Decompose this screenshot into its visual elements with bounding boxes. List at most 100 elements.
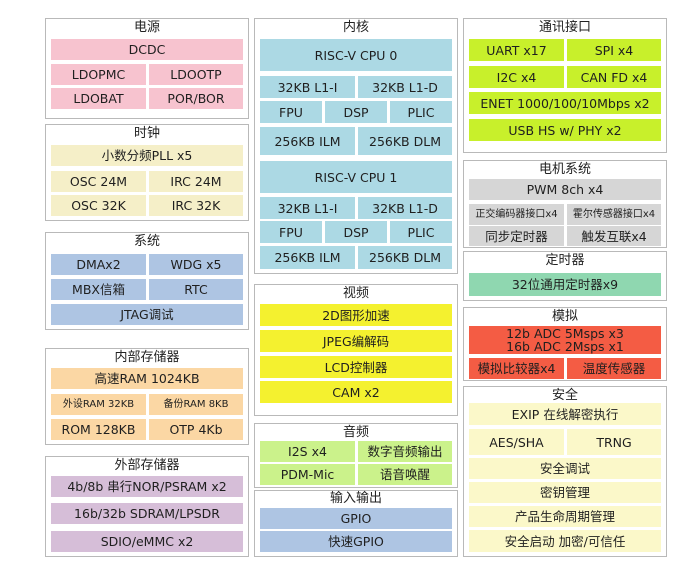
- cpu0-block: RISC-V CPU 0: [260, 39, 452, 71]
- core-title: 内核: [342, 20, 369, 35]
- irc24-block: IRC 24M: [149, 171, 243, 192]
- i2c-block: I2C x4: [469, 66, 564, 88]
- spdif-block: 数字音频输出: [358, 441, 452, 462]
- mbx-block: MBX信箱: [51, 279, 146, 300]
- cpu0-l1i-block: 32KB L1-I: [260, 76, 355, 98]
- cpu0-fpu-block: FPU: [260, 101, 322, 123]
- canfd-block: CAN FD x4: [567, 66, 661, 88]
- comm-title: 通讯接口: [538, 20, 591, 35]
- external-memory-panel: 外部存储器 4b/8b 串行NOR/PSRAM x2 16b/32b SDRAM…: [45, 456, 249, 557]
- video-panel: 视频 2D图形加速 JPEG编解码 LCD控制器 CAM x2: [254, 284, 458, 416]
- nor-psram-block: 4b/8b 串行NOR/PSRAM x2: [51, 476, 243, 497]
- spi-block: SPI x4: [567, 39, 661, 61]
- comparator-block: 模拟比较器x4: [469, 358, 564, 379]
- gpt-block: 32位通用定时器x9: [469, 273, 661, 296]
- audio-title: 音频: [342, 425, 369, 440]
- cam-block: CAM x2: [260, 381, 452, 403]
- pdm-mic-block: PDM-Mic: [260, 464, 355, 485]
- sdio-emmc-block: SDIO/eMMC x2: [51, 531, 243, 552]
- usb-block: USB HS w/ PHY x2: [469, 119, 661, 141]
- backup-ram-block: 备份RAM 8KB: [149, 394, 243, 415]
- adc-12b-label: 12b ADC 5Msps x3: [506, 326, 624, 341]
- security-title: 安全: [551, 388, 578, 403]
- adc-16b-label: 16b ADC 2Msps x1: [506, 339, 624, 354]
- motor-title: 电机系统: [538, 162, 591, 177]
- porbor-block: POR/BOR: [149, 88, 243, 109]
- ldootp-block: LDOOTP: [149, 64, 243, 85]
- dcdc-block: DCDC: [51, 39, 243, 60]
- g2d-block: 2D图形加速: [260, 304, 452, 326]
- sync-timer-block: 同步定时器: [469, 226, 564, 246]
- cpu1-dsp-block: DSP: [325, 221, 387, 243]
- cpu0-dlm-block: 256KB DLM: [358, 127, 452, 155]
- temp-sensor-block: 温度传感器: [567, 358, 661, 379]
- i2s-block: I2S x4: [260, 441, 355, 462]
- rom-block: ROM 128KB: [51, 419, 146, 440]
- lifecycle-block: 产品生命周期管理: [469, 506, 661, 527]
- hall-block: 霍尔传感器接口x4: [567, 204, 661, 225]
- internal-memory-panel: 内部存储器 高速RAM 1024KB 外设RAM 32KB 备份RAM 8KB …: [45, 348, 249, 445]
- ldobat-block: LDOBAT: [51, 88, 146, 109]
- system-title: 系统: [133, 234, 160, 249]
- motor-panel: 电机系统 PWM 8ch x4 正交编码器接口x4 霍尔传感器接口x4 同步定时…: [463, 160, 667, 248]
- adc-block: 12b ADC 5Msps x3 16b ADC 2Msps x1: [469, 326, 661, 354]
- pll-block: 小数分频PLL x5: [51, 145, 243, 166]
- cpu1-dlm-block: 256KB DLM: [358, 246, 452, 269]
- timer-panel: 定时器 32位通用定时器x9: [463, 251, 667, 301]
- ext-ram-block: 外设RAM 32KB: [51, 394, 146, 415]
- cpu1-ilm-block: 256KB ILM: [260, 246, 355, 269]
- audio-panel: 音频 I2S x4 数字音频输出 PDM-Mic 语音唤醒: [254, 423, 458, 488]
- power-title: 电源: [133, 20, 160, 35]
- dma-block: DMAx2: [51, 254, 146, 275]
- core-panel: 内核 RISC-V CPU 0 32KB L1-I 32KB L1-D FPU …: [254, 18, 458, 274]
- trigger-mux-block: 触发互联x4: [567, 226, 661, 246]
- timer-title: 定时器: [545, 253, 585, 268]
- clock-title: 时钟: [133, 126, 160, 141]
- jtag-block: JTAG调试: [51, 304, 243, 325]
- io-panel: 输入输出 GPIO 快速GPIO: [254, 490, 458, 557]
- external-memory-title: 外部存储器: [114, 458, 180, 473]
- cpu0-plic-block: PLIC: [390, 101, 452, 123]
- cpu0-ilm-block: 256KB ILM: [260, 127, 355, 155]
- jpeg-block: JPEG编解码: [260, 330, 452, 352]
- ram-block: 高速RAM 1024KB: [51, 368, 243, 389]
- secure-debug-block: 安全调试: [469, 458, 661, 479]
- cpu0-dsp-block: DSP: [325, 101, 387, 123]
- video-title: 视频: [342, 286, 369, 301]
- cpu0-l1d-block: 32KB L1-D: [358, 76, 452, 98]
- comm-panel: 通讯接口 UART x17 SPI x4 I2C x4 CAN FD x4 EN…: [463, 18, 667, 153]
- internal-memory-title: 内部存储器: [114, 350, 180, 365]
- osc24-block: OSC 24M: [51, 171, 146, 192]
- wdg-block: WDG x5: [149, 254, 243, 275]
- uart-block: UART x17: [469, 39, 564, 61]
- system-panel: 系统 DMAx2 WDG x5 MBX信箱 RTC JTAG调试: [45, 232, 249, 330]
- analog-title: 模拟: [551, 309, 578, 324]
- gpio-block: GPIO: [260, 508, 452, 529]
- cpu1-fpu-block: FPU: [260, 221, 322, 243]
- voice-wake-block: 语音唤醒: [358, 464, 452, 485]
- analog-panel: 模拟 12b ADC 5Msps x3 16b ADC 2Msps x1 模拟比…: [463, 307, 667, 381]
- power-panel: 电源 DCDC LDOPMC LDOOTP LDOBAT POR/BOR: [45, 18, 249, 119]
- ldopmc-block: LDOPMC: [51, 64, 146, 85]
- cpu1-plic-block: PLIC: [390, 221, 452, 243]
- cpu1-block: RISC-V CPU 1: [260, 161, 452, 193]
- cpu1-l1d-block: 32KB L1-D: [358, 197, 452, 219]
- exip-block: EXIP 在线解密执行: [469, 403, 661, 425]
- io-title: 输入输出: [329, 491, 382, 506]
- osc32-block: OSC 32K: [51, 195, 146, 216]
- secure-boot-block: 安全启动 加密/可信任: [469, 530, 661, 552]
- pwm-block: PWM 8ch x4: [469, 179, 661, 200]
- security-panel: 安全 EXIP 在线解密执行 AES/SHA TRNG 安全调试 密钥管理 产品…: [463, 386, 667, 557]
- fast-gpio-block: 快速GPIO: [260, 531, 452, 552]
- aes-sha-block: AES/SHA: [469, 429, 564, 455]
- key-mgmt-block: 密钥管理: [469, 482, 661, 503]
- clock-panel: 时钟 小数分频PLL x5 OSC 24M IRC 24M OSC 32K IR…: [45, 124, 249, 221]
- otp-block: OTP 4Kb: [149, 419, 243, 440]
- cpu1-l1i-block: 32KB L1-I: [260, 197, 355, 219]
- rtc-block: RTC: [149, 279, 243, 300]
- enet-block: ENET 1000/100/10Mbps x2: [469, 92, 661, 114]
- sdram-block: 16b/32b SDRAM/LPSDR: [51, 503, 243, 524]
- irc32-block: IRC 32K: [149, 195, 243, 216]
- trng-block: TRNG: [567, 429, 661, 455]
- qei-block: 正交编码器接口x4: [469, 204, 564, 225]
